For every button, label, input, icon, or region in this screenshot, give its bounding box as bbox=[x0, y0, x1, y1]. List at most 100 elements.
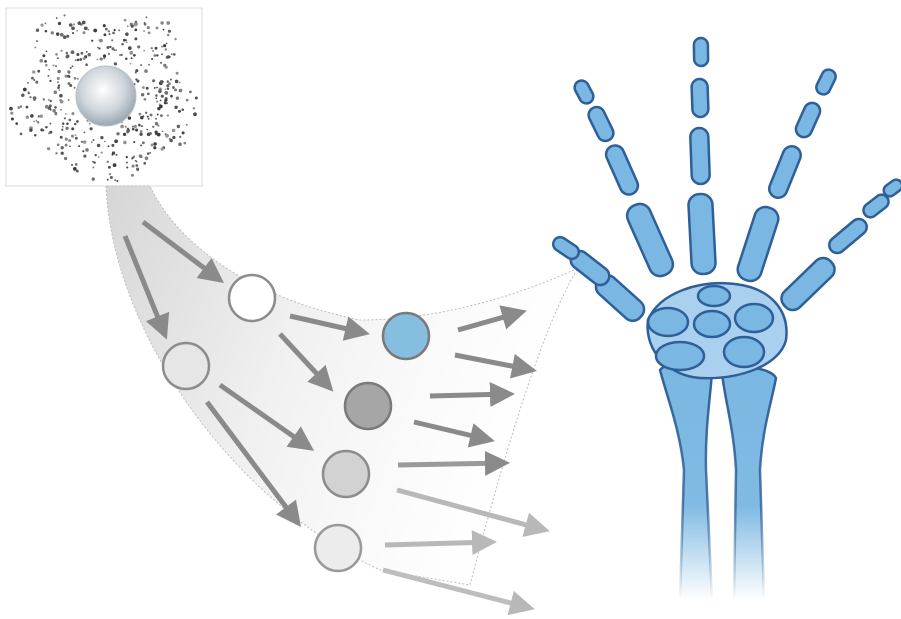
colony-cell-dot bbox=[100, 136, 103, 139]
colony-cell-dot bbox=[134, 37, 137, 40]
colony-cell-dot bbox=[126, 156, 128, 158]
node-mature-blue bbox=[383, 313, 429, 359]
colony-cell-dot bbox=[60, 100, 64, 104]
colony-cell-dot bbox=[71, 164, 73, 166]
colony-cell-dot bbox=[28, 92, 30, 94]
colony-cell-dot bbox=[133, 23, 137, 27]
colony-cell-dot bbox=[42, 54, 45, 57]
colony-cell-dot bbox=[86, 51, 88, 53]
colony-cell-dot bbox=[79, 58, 82, 61]
index-finger-bones bbox=[572, 78, 676, 279]
colony-cell-dot bbox=[135, 128, 138, 131]
colony-cell-dot bbox=[56, 17, 58, 19]
arrow bbox=[430, 394, 510, 396]
colony-cell-dot bbox=[55, 152, 57, 154]
colony-cell-dot bbox=[93, 139, 95, 141]
colony-cell-dot bbox=[176, 97, 179, 100]
colony-cell-dot bbox=[45, 126, 47, 128]
colony-cell-dot bbox=[57, 81, 59, 83]
colony-cell-dot bbox=[34, 134, 37, 137]
colony-cell-dot bbox=[179, 136, 181, 138]
colony-cell-dot bbox=[33, 121, 35, 123]
colony-cell-dot bbox=[65, 138, 68, 141]
colony-cell-dot bbox=[164, 91, 168, 95]
colony-cell-dot bbox=[68, 99, 70, 101]
ulna-bone bbox=[722, 368, 776, 600]
colony-cell-dot bbox=[38, 115, 40, 117]
colony-cell-dot bbox=[30, 114, 34, 118]
colony-cell-dot bbox=[123, 141, 127, 145]
colony-cell-dot bbox=[136, 168, 139, 171]
colony-cell-dot bbox=[65, 127, 68, 130]
colony-cell-dot bbox=[34, 46, 36, 48]
colony-cell-dot bbox=[108, 145, 110, 147]
colony-cell-dot bbox=[108, 166, 111, 169]
colony-cell-dot bbox=[174, 106, 177, 109]
cell-colony-image bbox=[6, 8, 202, 186]
colony-cell-dot bbox=[165, 48, 167, 50]
colony-cell-dot bbox=[125, 126, 127, 128]
colony-cell-dot bbox=[145, 156, 149, 160]
colony-cell-dot bbox=[66, 123, 69, 126]
colony-cell-dot bbox=[149, 132, 152, 135]
colony-cell-dot bbox=[155, 118, 157, 120]
colony-cell-dot bbox=[101, 152, 103, 154]
node-root-a bbox=[229, 275, 275, 321]
colony-cell-dot bbox=[51, 31, 54, 34]
colony-cell-dot bbox=[26, 116, 29, 119]
colony-cell-dot bbox=[157, 107, 160, 110]
colony-cell-dot bbox=[58, 22, 61, 25]
colony-cell-dot bbox=[167, 34, 169, 36]
colony-cell-dot bbox=[161, 148, 164, 151]
colony-cell-dot bbox=[126, 162, 128, 164]
colony-cell-dot bbox=[143, 162, 146, 165]
colony-cell-dot bbox=[68, 72, 70, 74]
colony-cell-dot bbox=[136, 161, 138, 163]
colony-cell-dot bbox=[131, 165, 134, 168]
colony-cell-dot bbox=[50, 100, 52, 102]
colony-cell-dot bbox=[80, 52, 83, 55]
colony-cell-dot bbox=[37, 70, 40, 73]
colony-cell-dot bbox=[36, 28, 39, 31]
colony-cell-dot bbox=[57, 77, 60, 80]
colony-cell-dot bbox=[107, 179, 109, 181]
colony-cell-dot bbox=[166, 102, 168, 104]
colony-cell-dot bbox=[54, 106, 57, 109]
colony-cell-dot bbox=[110, 176, 113, 179]
colony-cell-dot bbox=[83, 31, 86, 34]
colony-cell-dot bbox=[83, 140, 86, 143]
colony-cell-dot bbox=[60, 109, 62, 111]
colony-cell-dot bbox=[147, 152, 150, 155]
colony-cell-dot bbox=[70, 67, 72, 69]
colony-cell-dot bbox=[57, 143, 60, 146]
colony-cell-dot bbox=[142, 141, 145, 144]
colony-cell-dot bbox=[63, 35, 67, 39]
colony-cell-dot bbox=[83, 57, 86, 60]
colony-cell-dot bbox=[182, 131, 185, 134]
colony-cell-dot bbox=[45, 64, 48, 67]
colony-cell-dot bbox=[154, 87, 156, 89]
colony-cell-dot bbox=[90, 127, 93, 130]
colony-cell-dot bbox=[109, 173, 111, 175]
colony-cell-dot bbox=[23, 88, 27, 92]
colony-cell-dot bbox=[87, 53, 90, 56]
colony-cell-dot bbox=[15, 122, 18, 125]
colony-cell-dot bbox=[68, 139, 71, 142]
colony-cell-dot bbox=[55, 65, 57, 67]
colony-cell-dot bbox=[36, 120, 38, 122]
colony-cell-dot bbox=[92, 177, 95, 180]
colony-cell-dot bbox=[81, 141, 83, 143]
colony-cell-dot bbox=[89, 123, 91, 125]
colony-cell-dot bbox=[148, 31, 151, 34]
colony-cell-dot bbox=[49, 123, 51, 125]
colony-cell-dot bbox=[186, 99, 189, 102]
colony-cell-dot bbox=[76, 53, 79, 56]
colony-cell-dot bbox=[162, 131, 164, 133]
colony-cell-dot bbox=[173, 53, 176, 56]
colony-cell-dot bbox=[52, 109, 55, 112]
colony-cell-dot bbox=[131, 25, 134, 28]
colony-cell-dot bbox=[78, 145, 80, 147]
colony-cell-dot bbox=[45, 23, 47, 25]
colony-cell-dot bbox=[161, 95, 164, 98]
colony-cell-dot bbox=[59, 94, 63, 98]
